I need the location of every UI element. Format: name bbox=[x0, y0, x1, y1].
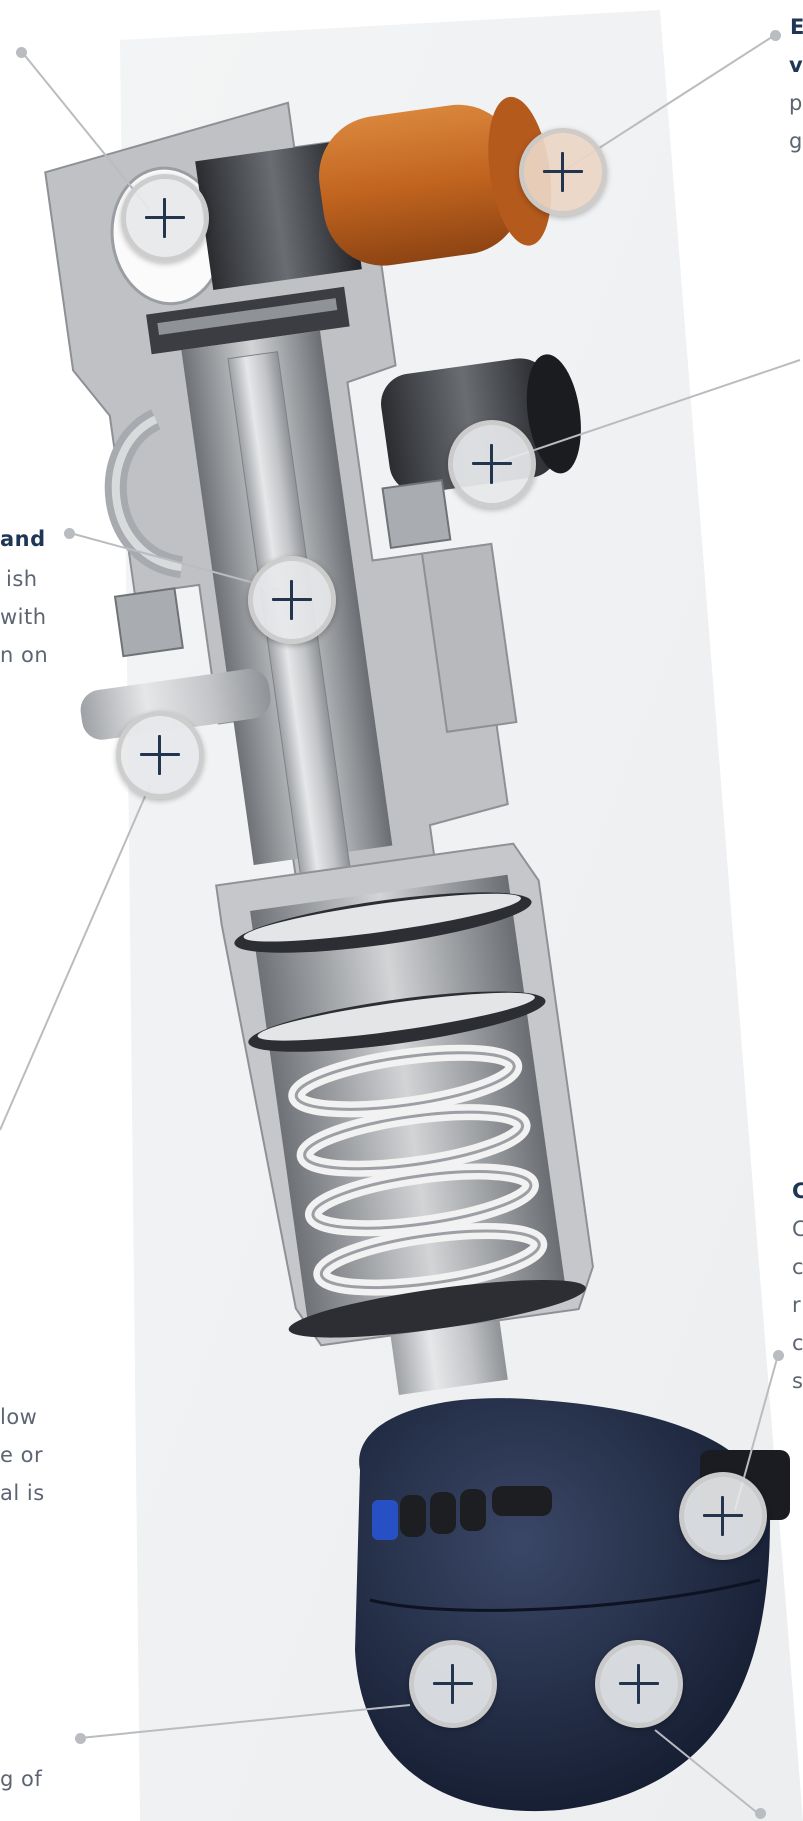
caption-lower-left-1: low bbox=[0, 1405, 38, 1429]
connector-dot-3 bbox=[64, 528, 75, 539]
caption-lower-left-2: e or bbox=[0, 1443, 44, 1467]
hotspot-actuator-fitting[interactable] bbox=[679, 1472, 767, 1560]
caption-right-body-2: c bbox=[792, 1255, 803, 1279]
caption-right-body-3: r bbox=[792, 1293, 802, 1317]
plus-icon bbox=[619, 1664, 659, 1704]
caption-bottom-left: g of bbox=[0, 1767, 43, 1791]
plus-icon bbox=[703, 1496, 743, 1536]
caption-left-body-2: with bbox=[0, 605, 47, 629]
caption-left-title: and bbox=[0, 527, 46, 551]
plus-icon bbox=[272, 580, 312, 620]
caption-left-body-3: n on bbox=[0, 643, 49, 667]
hotspot-actuator-right[interactable] bbox=[595, 1640, 683, 1728]
hotspot-orange-port[interactable] bbox=[519, 128, 607, 216]
connector-dot-6 bbox=[755, 1808, 766, 1819]
caption-top-right-body-2: g bbox=[789, 129, 803, 153]
caption-lower-left-3: al is bbox=[0, 1481, 45, 1505]
plus-icon bbox=[472, 444, 512, 484]
caption-top-right-title-1: E bbox=[790, 15, 803, 39]
connector-dot-4 bbox=[773, 1350, 784, 1361]
caption-top-right-title-2: v bbox=[789, 53, 803, 77]
hotspot-seal[interactable] bbox=[248, 556, 336, 644]
caption-right-body-4: c bbox=[792, 1331, 803, 1355]
caption-right-body-5: s bbox=[792, 1369, 803, 1393]
caption-top-right-body-1: p bbox=[789, 91, 803, 115]
connector-dot-1 bbox=[16, 47, 27, 58]
caption-left-body-1: ish bbox=[6, 567, 38, 591]
caption-right-title: C bbox=[792, 1179, 803, 1203]
hotspot-actuator-left[interactable] bbox=[409, 1640, 497, 1728]
hotspot-left-port[interactable] bbox=[116, 711, 204, 799]
caption-right-body-1: C bbox=[792, 1217, 803, 1241]
connector-dot-2 bbox=[770, 30, 781, 41]
plus-icon bbox=[543, 152, 583, 192]
plus-icon bbox=[145, 198, 185, 238]
hotspot-valve-body[interactable] bbox=[121, 174, 209, 262]
plus-icon bbox=[433, 1664, 473, 1704]
plus-icon bbox=[140, 735, 180, 775]
connector-dot-5 bbox=[75, 1733, 86, 1744]
hotspot-side-port[interactable] bbox=[448, 420, 536, 508]
